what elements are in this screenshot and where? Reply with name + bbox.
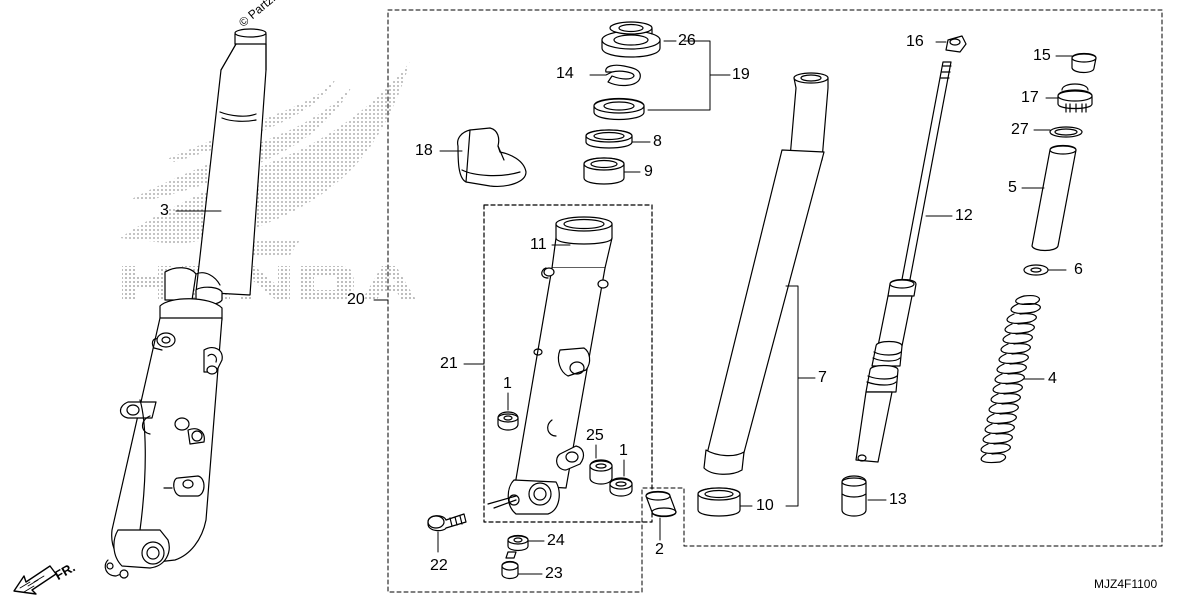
callout-14[interactable]: 14 [556, 65, 574, 82]
seal-stack [583, 21, 661, 185]
diagram-code: MJZ4F1100 [1094, 577, 1158, 591]
callout-8[interactable]: 8 [653, 133, 662, 150]
callout-5[interactable]: 5 [1008, 179, 1017, 196]
callout-27[interactable]: 27 [1011, 121, 1029, 138]
callout-1b[interactable]: 1 [619, 442, 628, 459]
right-parts-stack [980, 52, 1097, 464]
slider-group-box [483, 204, 653, 523]
bushing-part [697, 487, 741, 517]
callout-22[interactable]: 22 [430, 557, 448, 574]
callout-15[interactable]: 15 [1033, 47, 1051, 64]
callout-9[interactable]: 9 [644, 163, 653, 180]
fork-tube-part [703, 72, 829, 475]
callout-7[interactable]: 7 [818, 369, 827, 386]
callout-25[interactable]: 25 [586, 427, 604, 444]
watermark-wing-logo [120, 62, 410, 255]
callout-13[interactable]: 13 [889, 491, 907, 508]
callout-3[interactable]: 3 [160, 202, 169, 219]
fork-assembly-left [104, 28, 267, 579]
callout-24[interactable]: 24 [547, 532, 565, 549]
callout-1a[interactable]: 1 [503, 375, 512, 392]
callout-2[interactable]: 2 [655, 541, 664, 558]
fork-slider-part [487, 216, 613, 515]
small-parts-slider [427, 411, 677, 580]
spring-part [980, 295, 1041, 464]
callout-18[interactable]: 18 [415, 142, 433, 159]
damper-rod-part [855, 35, 967, 463]
piston-part [841, 475, 867, 517]
callout-4[interactable]: 4 [1048, 370, 1057, 387]
callout-16[interactable]: 16 [906, 33, 924, 50]
callout-26[interactable]: 26 [678, 32, 696, 49]
callout-6[interactable]: 6 [1074, 261, 1083, 278]
front-direction-arrow-icon [13, 565, 57, 595]
callout-20[interactable]: 20 [347, 291, 365, 308]
callout-19[interactable]: 19 [732, 66, 750, 83]
callout-10[interactable]: 10 [756, 497, 774, 514]
callout-17[interactable]: 17 [1021, 89, 1039, 106]
callout-21[interactable]: 21 [440, 355, 458, 372]
assembly-outline-20 [387, 9, 1163, 593]
callout-23[interactable]: 23 [545, 565, 563, 582]
fork-guard-part [457, 127, 527, 187]
callout-12[interactable]: 12 [955, 207, 973, 224]
callout-11[interactable]: 11 [530, 236, 547, 253]
leader-lines [175, 40, 1073, 575]
